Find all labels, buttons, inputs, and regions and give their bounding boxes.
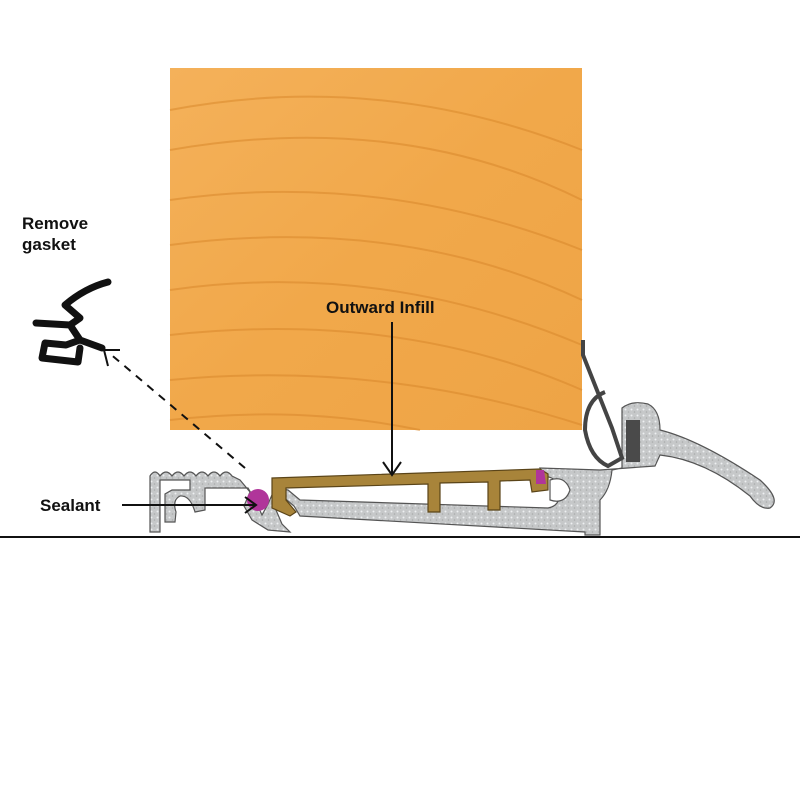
outward-infill-label: Outward Infill <box>326 298 435 317</box>
remove-gasket-label-line2: gasket <box>22 235 76 254</box>
outward-infill-profile <box>271 468 549 517</box>
sealant-label: Sealant <box>40 496 101 515</box>
aluminium-threshold-profile <box>149 402 775 536</box>
remove-gasket-label: Remove gasket <box>22 213 88 255</box>
remove-gasket-arrow <box>102 349 246 469</box>
door-gasket <box>581 340 625 469</box>
sealant-bead-right <box>536 470 546 484</box>
sealant-arrow <box>122 496 258 514</box>
outward-infill-arrow <box>382 322 402 477</box>
remove-gasket-label-line1: Remove <box>22 214 89 233</box>
removed-gasket-icon <box>32 278 112 366</box>
door-wood-block <box>169 68 583 431</box>
gasket-carrier <box>626 420 640 462</box>
